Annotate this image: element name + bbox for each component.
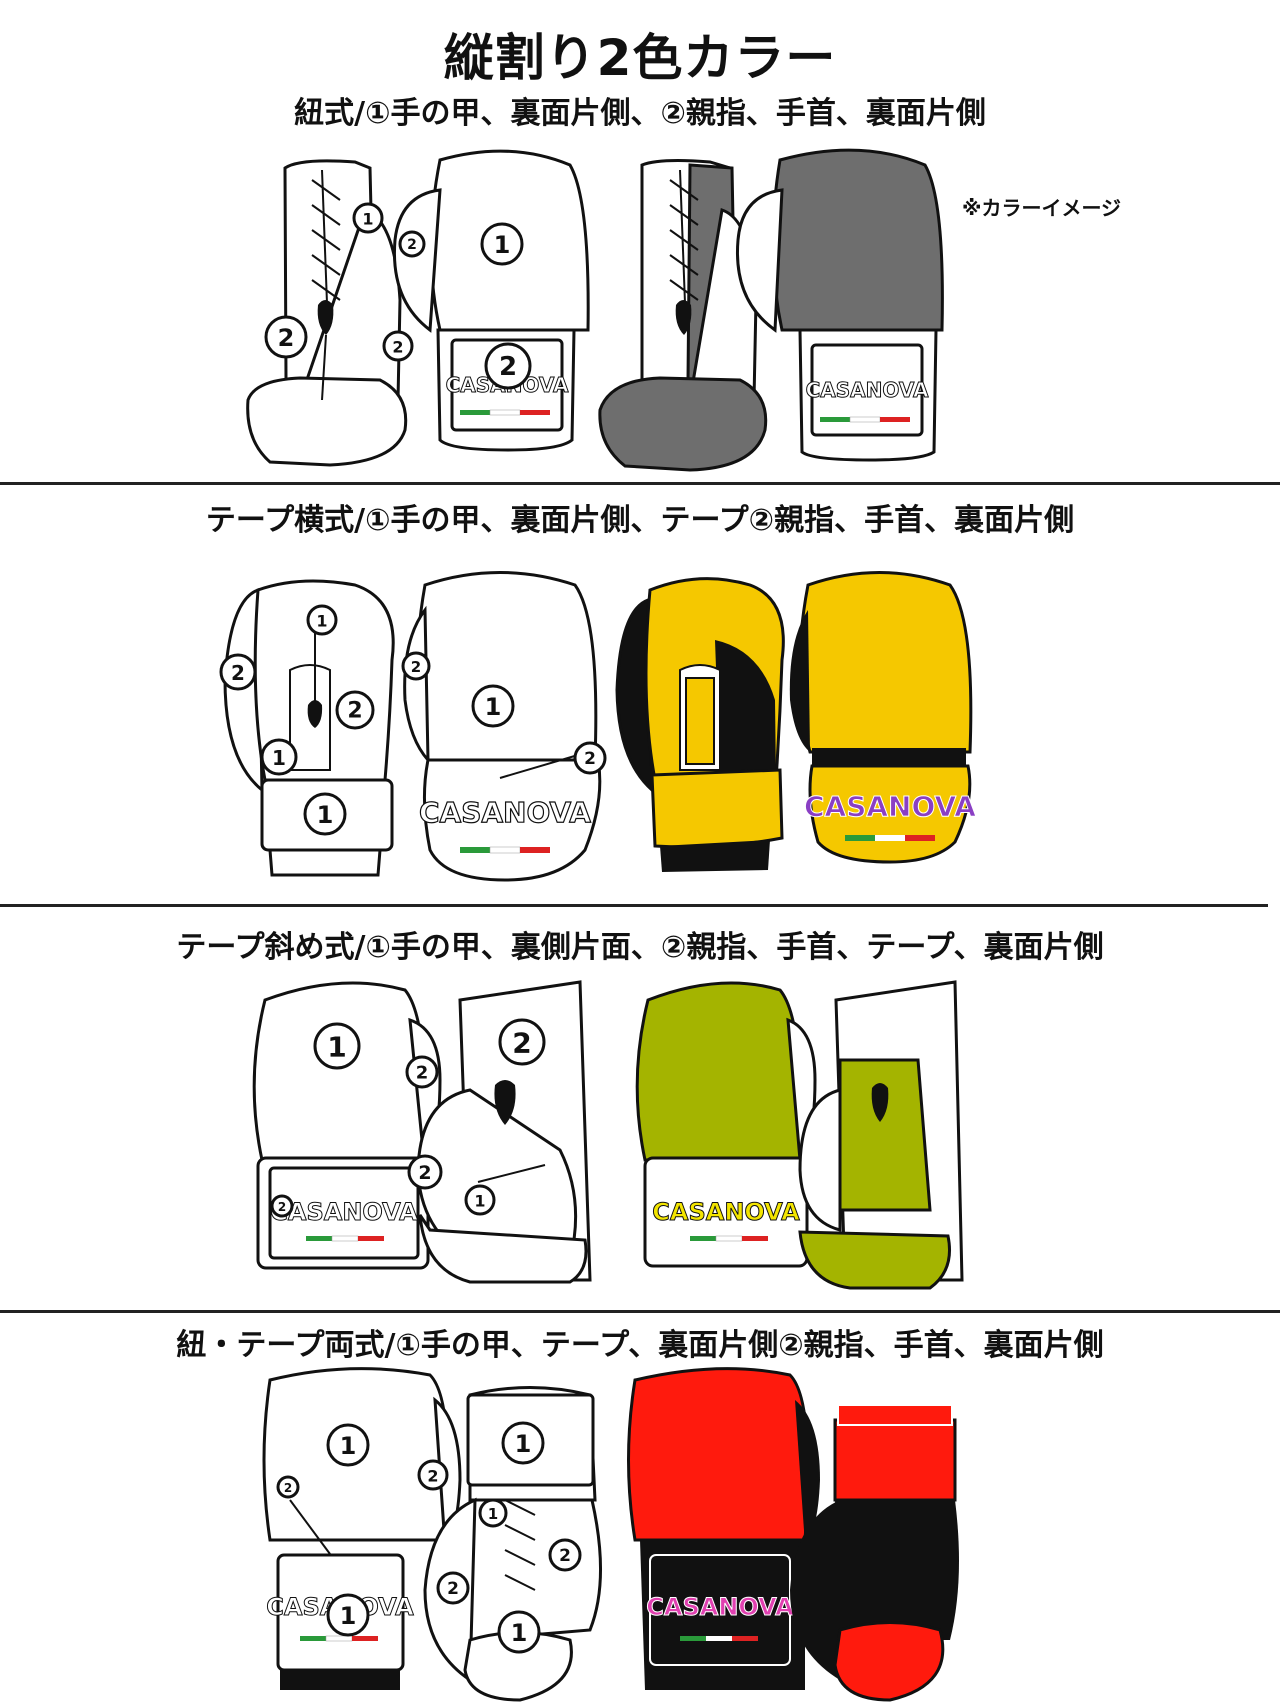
section-caption-lace-tape: 紐・テープ両式/①手の甲、テープ、裏面片側②親指、手首、裏面片側 [176, 1328, 1104, 1363]
svg-text:2: 2 [278, 1200, 286, 1214]
svg-text:2: 2 [407, 237, 417, 253]
region-marker-2: 2 [436, 1571, 470, 1605]
region-marker-1: 1 [497, 1610, 541, 1654]
brand-logo: CASANOVA [646, 1593, 794, 1621]
svg-text:2: 2 [418, 1162, 431, 1184]
brand-logo: CASANOVA [804, 790, 976, 823]
brand-logo: CASANOVA [806, 378, 929, 402]
lace-tape-glove-line-left: CASANOVA [262, 1367, 462, 1690]
region-marker-2: 2 [401, 651, 431, 681]
svg-text:1: 1 [485, 693, 502, 721]
diagonal-glove-sample-right [798, 980, 964, 1290]
svg-text:1: 1 [316, 612, 327, 631]
svg-text:2: 2 [512, 1027, 531, 1060]
region-marker-2: 2 [270, 1194, 294, 1218]
svg-text:1: 1 [511, 1619, 528, 1647]
lace-glove-sample-left [598, 159, 768, 472]
region-marker-1: 1 [464, 1184, 496, 1216]
lace-glove-line-left [246, 159, 408, 467]
brand-logo: CASANOVA [270, 1198, 418, 1226]
region-marker-2: 2 [407, 1154, 443, 1190]
color-image-note: ※カラーイメージ [962, 196, 1122, 220]
region-marker-1: 1 [313, 1022, 361, 1070]
region-marker-2: 2 [264, 315, 308, 359]
region-marker-1: 1 [501, 1421, 545, 1465]
region-marker-2: 2 [417, 1459, 449, 1491]
region-marker-1: 1 [326, 1593, 370, 1637]
region-marker-2: 2 [405, 1055, 439, 1089]
region-marker-1: 1 [352, 202, 384, 234]
svg-text:1: 1 [272, 746, 286, 770]
lace-glove-sample-right: CASANOVA [735, 148, 944, 462]
section-caption-tape-horizontal: テープ横式/①手の甲、裏面片側、テープ②親指、手首、裏面片側 [205, 503, 1075, 538]
section-caption-tape-diagonal: テープ斜め式/①手の甲、裏側片面、②親指、手首、テープ、裏面片側 [176, 930, 1104, 965]
svg-text:1: 1 [340, 1432, 357, 1460]
lace-tape-glove-sample-left: CASANOVA [627, 1367, 820, 1690]
svg-text:1: 1 [327, 1031, 346, 1064]
region-marker-1: 1 [326, 1423, 370, 1467]
region-marker-2: 2 [484, 342, 532, 390]
section-divider [0, 482, 1280, 485]
svg-text:1: 1 [474, 1192, 485, 1211]
svg-text:2: 2 [447, 1579, 459, 1599]
section-divider [0, 904, 1268, 907]
svg-text:2: 2 [411, 658, 421, 676]
section-caption-lace: 紐式/①手の甲、裏面片側、②親指、手首、裏面片側 [294, 96, 986, 131]
svg-text:2: 2 [347, 699, 362, 724]
svg-text:2: 2 [278, 324, 295, 352]
region-marker-2: 2 [548, 1538, 582, 1572]
region-marker-1: 1 [303, 792, 347, 836]
region-marker-1: 1 [260, 738, 298, 776]
region-marker-2: 2 [276, 1475, 300, 1499]
page-title: 縦割り2色カラー [443, 29, 837, 87]
brand-logo: CASANOVA [652, 1198, 800, 1226]
region-marker-1: 1 [480, 222, 524, 266]
region-marker-2: 2 [573, 741, 607, 775]
svg-text:2: 2 [499, 352, 517, 382]
svg-text:2: 2 [559, 1546, 571, 1566]
svg-text:2: 2 [427, 1467, 438, 1486]
region-marker-2: 2 [335, 690, 375, 730]
diagonal-glove-sample-left: CASANOVA [635, 981, 817, 1268]
section-divider [0, 1310, 1280, 1313]
svg-text:1: 1 [494, 231, 511, 259]
tape-glove-sample-right: CASANOVA [789, 571, 977, 864]
lace-glove-line-right: CASANOVA [392, 149, 590, 452]
tape-glove-sample-left [615, 577, 785, 872]
svg-text:2: 2 [392, 338, 403, 357]
region-marker-2: 2 [382, 330, 414, 362]
lace-tape-glove-sample-right [790, 1404, 959, 1702]
region-marker-2: 2 [219, 653, 257, 691]
brand-logo: CASANOVA [419, 796, 591, 829]
svg-text:2: 2 [584, 749, 596, 769]
svg-text:1: 1 [362, 210, 373, 229]
region-marker-1: 1 [471, 684, 515, 728]
svg-text:1: 1 [317, 801, 334, 829]
region-marker-2: 2 [398, 230, 426, 258]
tape-glove-line-right: CASANOVA [403, 571, 602, 882]
svg-text:1: 1 [488, 1505, 498, 1523]
svg-text:2: 2 [284, 1481, 292, 1495]
svg-text:1: 1 [340, 1602, 357, 1630]
region-marker-1: 1 [306, 604, 338, 636]
svg-text:2: 2 [416, 1063, 429, 1084]
svg-text:1: 1 [515, 1430, 532, 1458]
svg-text:2: 2 [231, 661, 245, 685]
region-marker-2: 2 [498, 1018, 546, 1066]
region-marker-1: 1 [478, 1498, 508, 1528]
